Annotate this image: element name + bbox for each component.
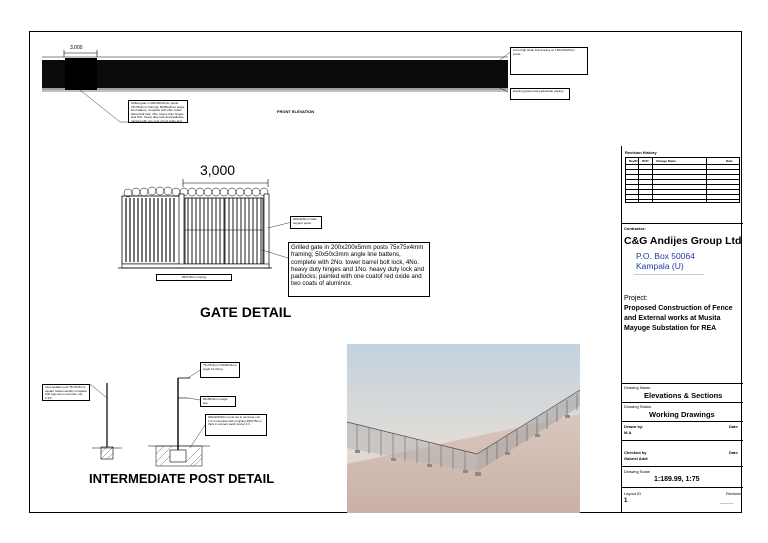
contractor-city: Kampala (U) xyxy=(636,261,684,271)
post-detail-right-mid-note: 50x50x3mm angle line xyxy=(200,396,236,407)
project-label: Project: xyxy=(624,295,648,302)
gate-detail-coping-note: 450x75mm coping xyxy=(156,274,232,281)
contractor-name: C&G Andijes Group Ltd xyxy=(624,235,742,247)
drawing-status: Working Drawings xyxy=(649,410,715,419)
drawn-by-label: Drawn by: xyxy=(624,424,644,429)
drawing-scale: 1:189.99, 1:75 xyxy=(654,476,700,483)
revision-label: Revision xyxy=(726,491,742,496)
front-elevation-gate-note: Grilled gate in 200x200x5mm posts 75x75x… xyxy=(128,100,188,123)
contractor-po-box: P.O. Box 50064 xyxy=(636,251,695,261)
rev-col-id: RevID xyxy=(629,159,638,163)
rev-col-change-name: Change Name xyxy=(656,159,677,163)
rev-col-dud: DUD xyxy=(642,159,649,163)
title-block: Revision History RevID DUD Change Name D… xyxy=(621,146,743,513)
checked-by-label: Checked by xyxy=(624,450,647,455)
drawing-status-label: Drawing Status xyxy=(624,404,652,409)
drawn-by: M.A xyxy=(624,430,632,435)
revision-value: ---------- xyxy=(720,500,734,505)
gate-detail-title: GATE DETAIL xyxy=(200,304,292,320)
checked-by-date-label: Date xyxy=(729,450,738,455)
front-elevation-fence-note-bottom: Existing gravel and pedestrian paving... xyxy=(510,88,570,100)
drawing-name: Elevations & Sections xyxy=(644,391,723,400)
fence-3d-render xyxy=(346,344,581,513)
front-elevation-fence-note-top: 2.4m high chain link fencing on 150x150x… xyxy=(510,47,588,75)
revision-table: RevID DUD Change Name Date xyxy=(625,157,740,203)
post-detail-right-top-note: 75x75x4mm 50x50x3mm angle for fixing xyxy=(200,362,240,378)
contractor-label: Contractor: xyxy=(624,226,646,231)
gate-detail-main-note: Grilled gate in 200x200x5mm posts 75x75x… xyxy=(288,242,430,297)
project-name: Proposed Construction of Fence and Exter… xyxy=(624,305,733,332)
gate-detail-post-note: 200x200mm Gate support posts xyxy=(290,216,322,229)
rev-col-date: Date xyxy=(726,159,733,163)
drawing-scale-label: Drawing Scale xyxy=(624,469,650,474)
checked-by: Gabriel Addi xyxy=(624,456,648,461)
revision-history-label: Revision History xyxy=(625,150,657,155)
layout-id: 1 xyxy=(624,498,628,504)
post-detail-left-note: Intermediate post 75x75x5mm square hollo… xyxy=(42,384,90,401)
post-detail-title: INTERMEDIATE POST DETAIL xyxy=(89,471,275,486)
front-elevation-title: FRONT ELEVATION xyxy=(277,109,315,114)
layout-id-label: Layout ID xyxy=(624,491,642,496)
drawn-by-date-label: Date xyxy=(729,424,738,429)
front-elevation-dimension: 3,000 xyxy=(70,45,83,51)
gate-detail-dimension: 3,000 xyxy=(200,162,236,178)
drawing-name-label: Drawing Name xyxy=(624,385,651,390)
post-detail-right-bottom-note: 200x200x5mm post set in concrete mix 1:2… xyxy=(205,414,267,436)
